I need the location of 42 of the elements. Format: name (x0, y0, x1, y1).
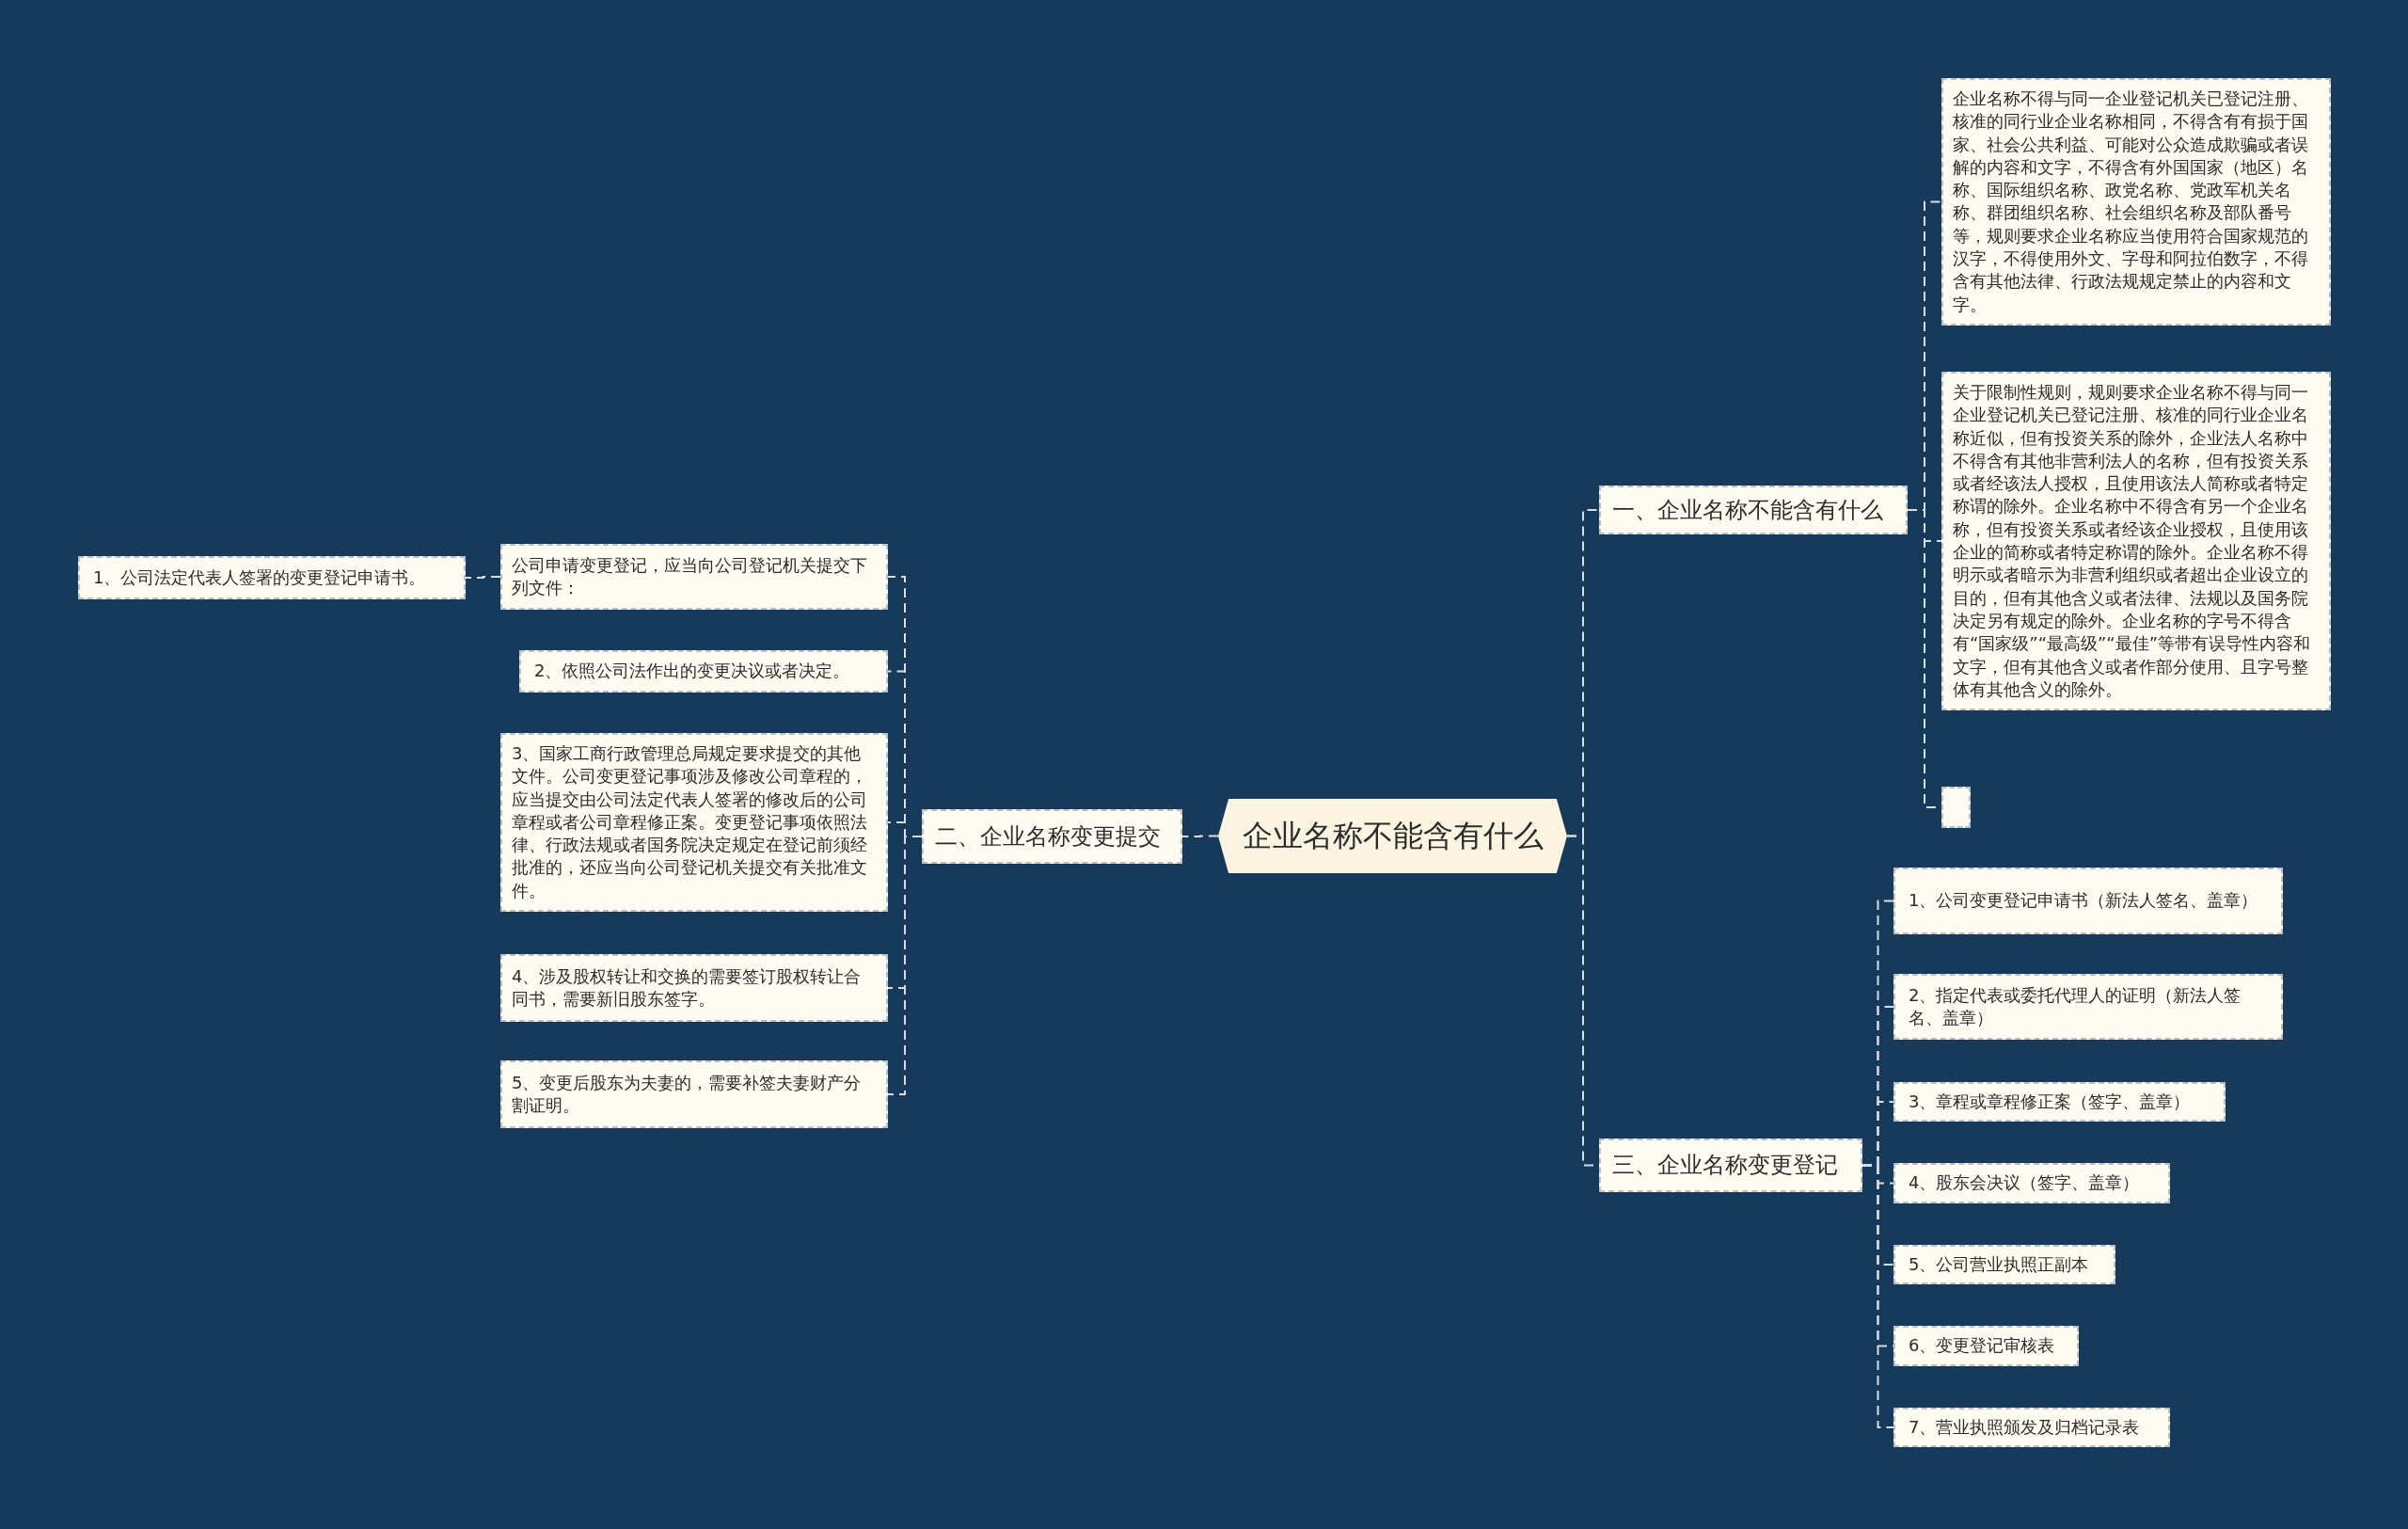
topic-box (500, 733, 888, 913)
connector-line (887, 836, 923, 1095)
topic-box (1893, 1408, 2170, 1447)
topic-box (1893, 1163, 2170, 1203)
topic-text: 7、营业执照颁发及归档记录表 (1909, 1415, 2140, 1439)
topic-text: 三、企业名称变更登记 (1612, 1151, 1838, 1181)
topic-text: 4、股东会决议（签字、盖章） (1909, 1171, 2140, 1195)
topic-text: 1、公司法定代表人签署的变更登记申请书。 (93, 565, 426, 589)
topic-text: 4、涉及股权转让和交换的需要签订股权转让合同书，需要新旧股东签字。 (512, 964, 863, 1011)
topic-box (1893, 868, 2283, 934)
topic-text: 5、公司营业执照正副本 (1909, 1252, 2089, 1276)
topic-text: 1、公司变更登记申请书（新法人签名、盖章） (1909, 889, 2258, 913)
topic-box (1893, 1245, 2115, 1284)
topic-box (1893, 1326, 2079, 1366)
topic-text: 5、变更后股东为夫妻的，需要补签夫妻财产分割证明。 (512, 1071, 863, 1117)
connector-line (1181, 835, 1219, 837)
topic-box (78, 556, 466, 599)
topic-box (500, 954, 888, 1022)
topic-box (500, 1060, 888, 1128)
topic-box (1599, 1139, 1862, 1192)
topic-box (1599, 486, 1908, 534)
topic-text: 3、国家工商行政管理总局规定要求提交的其他文件。公司变更登记事项涉及修改公司章程的，应当提交由公司法定代表人签署的修改后的公司章程或者公司章程修正案。变更登记事项依照法律、行政法规或者国务院决定规定在登记前须经批准的，还应当向公司登记机关提交有关批准文件。 (512, 742, 868, 902)
empty-box (1941, 787, 1971, 828)
topic-box (519, 650, 888, 693)
topic-text: 企业名称不得与同一企业登记机关已登记注册、核准的同行业企业名称相同，不得含有有损于国家、社会公共利益、可能对公众造成欺骗或者误解的内容和文字，不得含有外国国家（地区）名称、国际组织名称、政党名称、党政军机关名称、群团组织名称、社会组织名称及部队番号等，规则要求企业名称应当使用符合国家规范的汉字，不得使用外文、字母和阿拉伯数字，不得含有其他法律、行政法规规定禁止的内容和文字。 (1953, 88, 2309, 316)
topic-box (1941, 78, 2331, 326)
connector-line (465, 576, 501, 579)
topic-text: 关于限制性规则，规则要求企业名称不得与同一企业登记机关已登记注册、核准的同行业企业名称近似，但有投资关系的除外，企业法人名称中不得含有其他非营利法人的名称，但有投资关系或者经该法人授权，且使用该法人简称或者特定称谓的除外。企业名称中不得含有另一个企业名称，但有投资关系或者经该企业授权，且使用该企业的简称或者特定称谓的除外。企业名称不得明示或者暗示为非营利组织或者超出企业设立的目的，但有其他含义或者法律、法规以及国务院决定另有规定的除外。企业名称的字号不得含有“国家级”“最高级”“最佳”等带有误导性内容和文字，但有其他含义或者作部分使用、且字号整体有其他含义的除外。 (1953, 381, 2311, 701)
topic-text: 二、企业名称变更提交 (935, 821, 1161, 852)
connector-line (1861, 1164, 1894, 1428)
topic-box (1893, 1082, 2226, 1122)
topic-text: 公司申请变更登记，应当向公司登记机关提交下列文件： (512, 553, 868, 599)
topic-text: 3、章程或章程修正案（签字、盖章） (1909, 1090, 2191, 1113)
topic-text: 企业名称不能含有什么 (1242, 816, 1544, 855)
topic-text: 2、指定代表或委托代理人的证明（新法人签名、盖章） (1909, 983, 2242, 1029)
central-topic-hexagon (1218, 799, 1567, 873)
topic-box (500, 544, 888, 610)
topic-box (1893, 974, 2283, 1040)
topic-text: 6、变更登记审核表 (1909, 1334, 2055, 1358)
topic-text: 一、企业名称不能含有什么 (1612, 495, 1883, 525)
topic-text: 2、依照公司法作出的变更决议或者决定。 (534, 660, 850, 683)
topic-box (922, 809, 1182, 864)
